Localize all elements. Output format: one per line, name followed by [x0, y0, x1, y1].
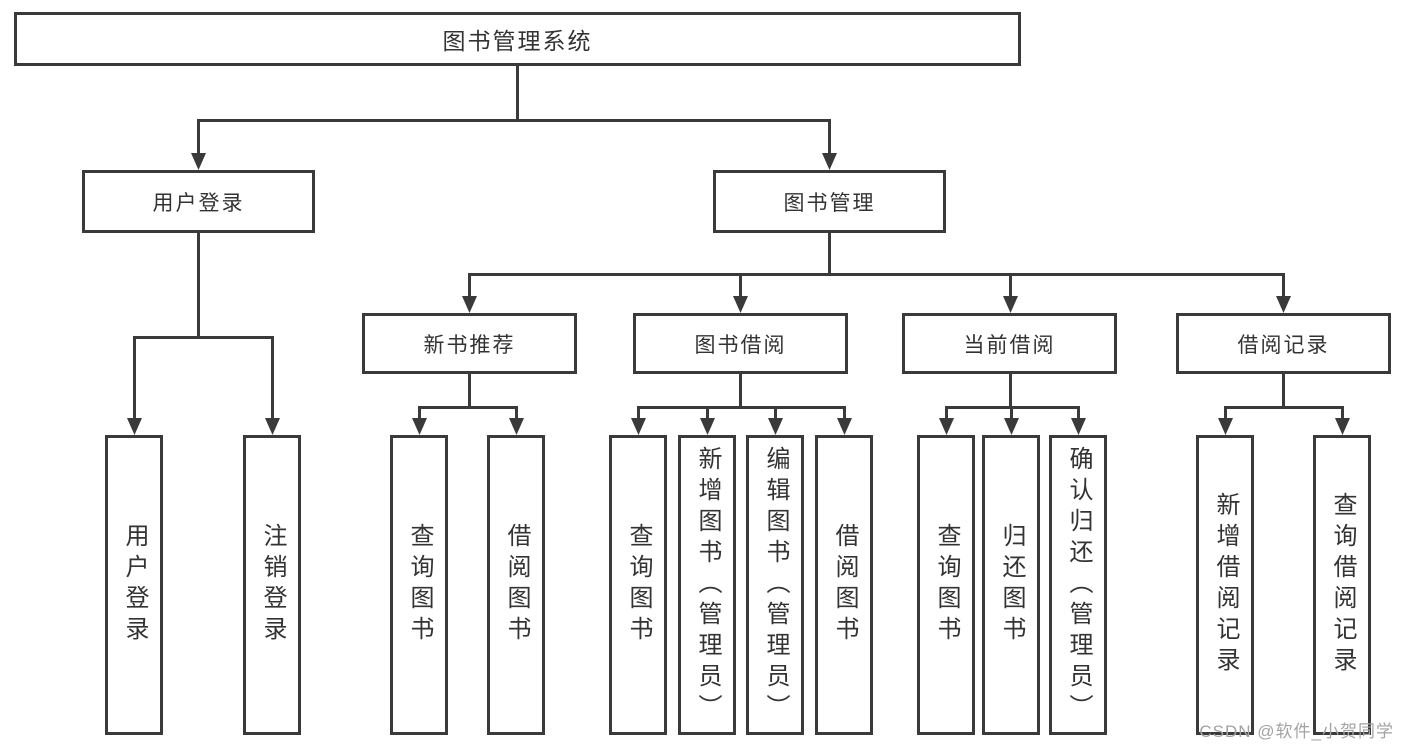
arrowhead-icons	[127, 153, 1350, 435]
node-borrowing-records: 借阅记录	[1176, 313, 1391, 374]
leaf-logout: 注销登录	[243, 435, 301, 735]
leaf-borrow-books: 借阅图书	[815, 435, 873, 735]
leaf-add-book-admin: 新增图书（管理员）	[678, 435, 736, 735]
tree-branch-lines	[133, 64, 1344, 424]
leaf-query-books-borrow: 查询图书	[609, 435, 667, 735]
leaf-borrow-books-recommend: 借阅图书	[487, 435, 545, 735]
node-new-book-recommendation: 新书推荐	[362, 313, 577, 374]
node-book-borrowing: 图书借阅	[633, 313, 848, 374]
leaf-query-books-current: 查询图书	[917, 435, 975, 735]
leaf-user-login: 用户登录	[105, 435, 163, 735]
leaf-query-borrow-record: 查询借阅记录	[1313, 435, 1371, 735]
leaf-edit-book-admin: 编辑图书（管理员）	[746, 435, 804, 735]
csdn-watermark: CSDN @软件_小贺同学	[1199, 722, 1394, 741]
leaf-return-books: 归还图书	[982, 435, 1040, 735]
leaf-add-borrow-record: 新增借阅记录	[1196, 435, 1254, 735]
node-user-login: 用户登录	[82, 170, 315, 233]
leaf-query-books-recommend: 查询图书	[390, 435, 448, 735]
node-current-borrowing: 当前借阅	[902, 313, 1117, 374]
node-library-management-system: 图书管理系统	[14, 12, 1021, 66]
node-book-management: 图书管理	[713, 170, 946, 233]
leaf-confirm-return-admin: 确认归还（管理员）	[1049, 435, 1107, 735]
